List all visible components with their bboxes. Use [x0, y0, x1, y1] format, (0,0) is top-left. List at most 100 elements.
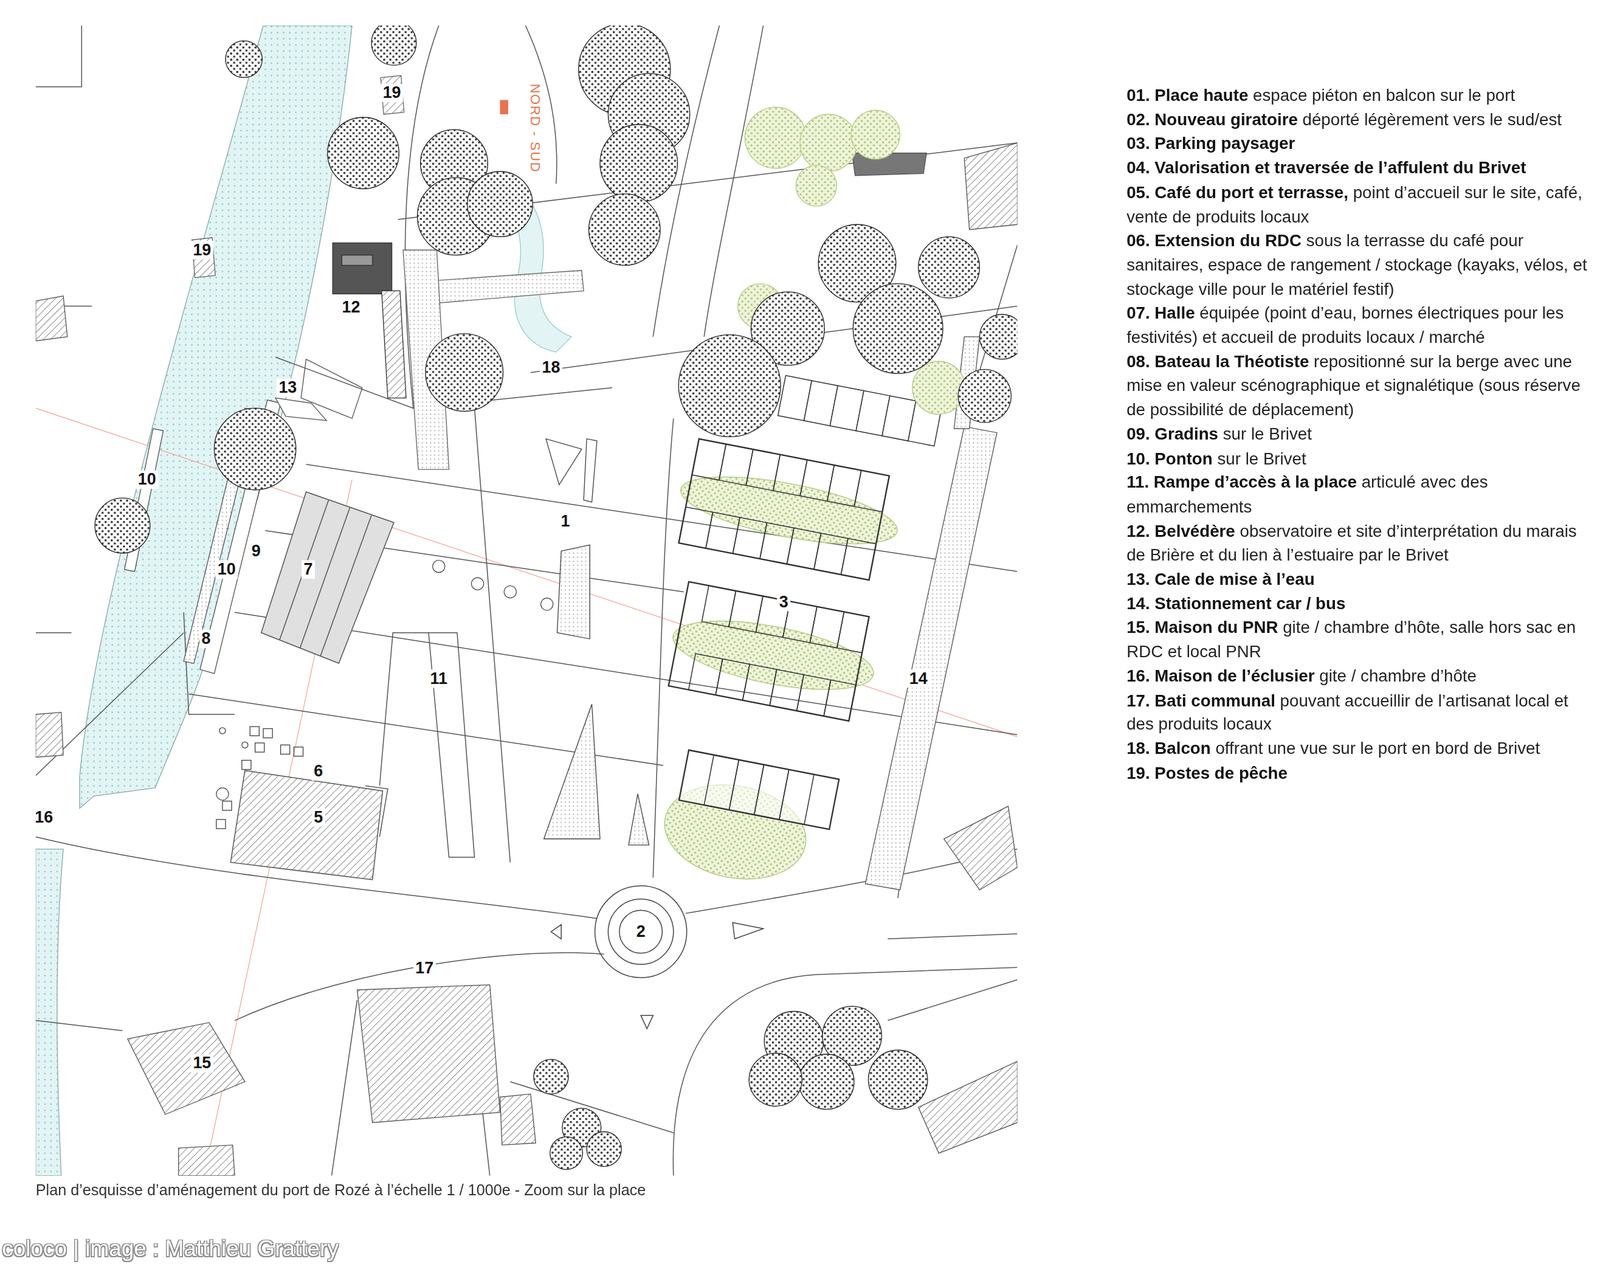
- legend-entry: 07. Halleéquipée (point d’eau, bornes él…: [1126, 301, 1588, 351]
- level-markers: [216, 560, 554, 800]
- road-lines-part: [234, 612, 1018, 735]
- planters-part: [583, 438, 597, 503]
- roundabout: [550, 885, 763, 1029]
- legend-entry: 16. Maison de l’éclusiergite / chambre d…: [1126, 664, 1588, 689]
- terrace-tables-part: [241, 741, 249, 748]
- callout-number: 15: [190, 1054, 214, 1073]
- parking-part-part: [823, 679, 856, 721]
- roundabout-part: [607, 899, 673, 965]
- parking-part: [656, 748, 839, 895]
- legend-entry: 14. Stationnement car / bus: [1126, 591, 1588, 616]
- legend-title: 01. Place haute: [1126, 85, 1249, 104]
- light-trees-part: [912, 361, 966, 414]
- buildings: [35, 142, 1018, 1176]
- parking-part-part: [827, 465, 862, 507]
- belvedere-part: [341, 255, 373, 266]
- road-lines-part: [887, 979, 1018, 1021]
- legend-title: 06. Extension du RDC: [1126, 231, 1302, 250]
- trees-part: [550, 1136, 583, 1170]
- buildings-part: [127, 1022, 245, 1115]
- halle-part: [299, 506, 350, 649]
- road-lines-part: [35, 1020, 123, 1032]
- light-trees-part: [744, 106, 807, 169]
- legend-description: offrant une vue sur le port en bord de B…: [1215, 738, 1540, 757]
- roundabout-part: [732, 922, 763, 939]
- legend-entry: 19. Postes de pêche: [1126, 761, 1588, 786]
- parking-part-part: [688, 653, 723, 695]
- callout-number: 19: [380, 83, 404, 103]
- legend-title: 11. Rampe d’accès à la place: [1126, 472, 1357, 492]
- trees-part: [533, 1058, 569, 1094]
- callout-number: 5: [311, 807, 326, 827]
- legend-title: 18. Balcon: [1126, 738, 1211, 757]
- terrace-tables-part: [241, 760, 252, 770]
- roundabout-part: [550, 924, 562, 940]
- halle-part: [279, 499, 329, 640]
- parking-part-part: [840, 538, 876, 580]
- trees-part: [958, 369, 1011, 423]
- road-lines-part: [672, 967, 1018, 1176]
- planters-part: [544, 703, 600, 839]
- terrace-tables-part: [216, 819, 226, 829]
- planters-part: [628, 793, 650, 845]
- road-lines-part: [887, 933, 1018, 939]
- terrace-tables-part: [280, 744, 290, 754]
- callout-number: 10: [215, 560, 238, 579]
- legend-entry: 09. Gradinssur le Brivet: [1126, 422, 1588, 447]
- site-plan-part: [35, 25, 1018, 1176]
- buildings-part: [499, 1093, 536, 1145]
- parking-part-part: [773, 454, 808, 497]
- road-lines-part: [306, 464, 1018, 572]
- parking: [656, 375, 943, 895]
- north-mark-part: [499, 99, 508, 115]
- parking-part-part: [769, 669, 804, 711]
- legend-entry: 01. Place hauteespace piéton en balcon s…: [1126, 83, 1588, 109]
- trees-part: [852, 283, 943, 374]
- pontoon-part: [275, 398, 327, 421]
- north-mark: [499, 99, 508, 115]
- water-part: [79, 25, 352, 808]
- trees-part: [798, 1054, 855, 1110]
- level-markers-part: [503, 585, 517, 598]
- belvedere-part: [332, 242, 392, 294]
- cafe-building: [230, 770, 388, 880]
- callout-number: 13: [276, 378, 300, 397]
- legend-entry: 05. Café du port et terrasse,point d’acc…: [1126, 180, 1588, 230]
- belvedere-part: [381, 290, 407, 398]
- halle: [261, 491, 394, 664]
- legend-list: 01. Place hauteespace piéton en balcon s…: [1126, 83, 1588, 786]
- trees-part: [918, 236, 980, 298]
- buildings-part: [35, 296, 68, 342]
- light-trees-part: [851, 110, 901, 160]
- belvedere: [332, 242, 407, 398]
- callout-number: 1: [558, 512, 573, 531]
- trees-part: [213, 407, 296, 490]
- terrace-tables-part: [249, 726, 259, 736]
- legend-title: 19. Postes de pêche: [1126, 762, 1288, 782]
- trees-part: [748, 1052, 802, 1106]
- callout-number: 3: [776, 592, 791, 611]
- water-part: [35, 849, 64, 1176]
- parking-part-part: [679, 438, 890, 580]
- level-markers-part: [216, 787, 229, 800]
- light-trees-part: [800, 114, 858, 172]
- buildings-part: [178, 1144, 235, 1176]
- legend-title: 04. Valorisation et traversée de l’afful…: [1126, 158, 1526, 177]
- callout-number: 11: [427, 669, 450, 688]
- road-lines-part: [379, 632, 429, 787]
- terrace-tables-part: [263, 728, 273, 738]
- callout-number: 19: [190, 240, 214, 259]
- parking-part-part: [796, 674, 832, 717]
- legend-description: déporté légèrement vers le sud/est: [1302, 110, 1562, 129]
- legend-title: 15. Maison du PNR: [1126, 617, 1278, 636]
- parking-part-part: [800, 459, 835, 501]
- buildings-part: [964, 142, 1018, 230]
- parking-part-part: [854, 470, 890, 512]
- roundabout-part: [619, 910, 663, 954]
- trees-part: [467, 171, 533, 237]
- legend-entry: 08. Bateau la Théotisterepositionné sur …: [1126, 349, 1588, 422]
- parking-part-part: [705, 511, 740, 554]
- trees-part: [425, 333, 504, 412]
- buildings-part: [918, 1061, 1018, 1154]
